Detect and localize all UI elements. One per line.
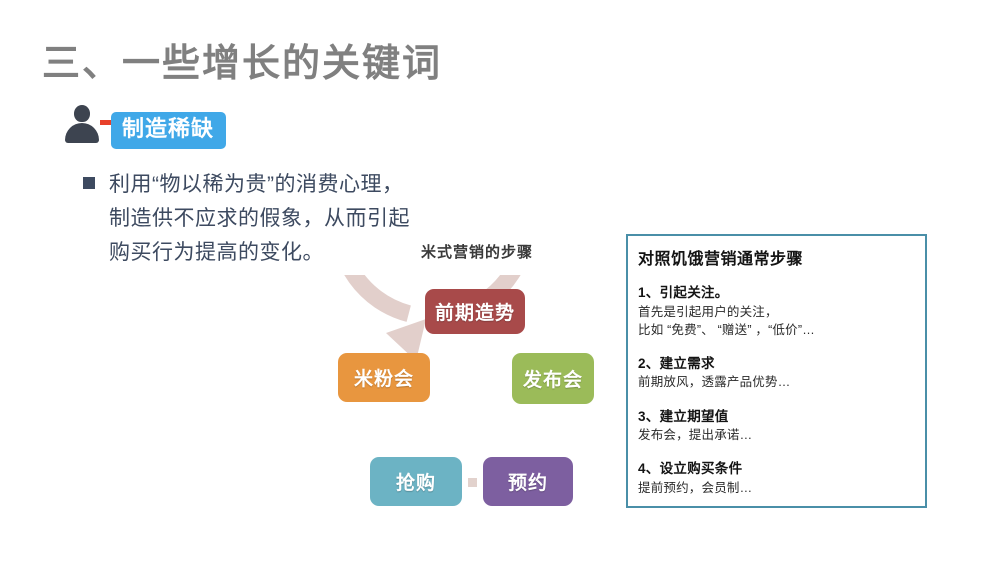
- page-title: 三、一些增长的关键词: [42, 43, 443, 85]
- panel-step-title: 1、引起关注。: [638, 285, 729, 300]
- cycle-node-1[interactable]: 发布会: [512, 353, 594, 404]
- person-icon-body: [65, 123, 99, 143]
- panel-step-desc: 提前预约，会员制…: [638, 480, 753, 495]
- cycle-ring-arrow-icon: [330, 275, 535, 361]
- panel-step-desc: 比如 “免费”、 “赠送” ，“低价”…: [638, 322, 815, 337]
- panel-step-desc: 首先是引起用户的关注，: [638, 304, 778, 319]
- square-bullet-icon: [83, 177, 95, 189]
- bullet-item: 利用“物以稀为贵”的消费心理，制造供不应求的假象，从而引起购买行为提高的变化。: [83, 168, 413, 270]
- reference-panel-steps: 1、引起关注。 首先是引起用户的关注， 比如 “免费”、 “赠送” ，“低价”……: [638, 283, 917, 497]
- pointer-marker-icon: [100, 120, 116, 125]
- keyword-badge: 制造稀缺: [111, 112, 227, 149]
- cycle-diagram-title: 米式营销的步骤: [421, 244, 534, 261]
- reference-panel: 对照饥饿营销通常步骤 1、引起关注。 首先是引起用户的关注， 比如 “免费”、 …: [626, 234, 927, 508]
- panel-step-desc: 前期放风，透露产品优势…: [638, 375, 791, 390]
- cycle-node-4[interactable]: 米粉会: [338, 353, 430, 402]
- reference-panel-heading: 对照饥饿营销通常步骤: [638, 251, 804, 268]
- panel-step-desc: 发布会，提出承诺…: [638, 428, 753, 443]
- cycle-node-2[interactable]: 预约: [483, 457, 573, 506]
- panel-step-title: 2、建立需求: [638, 355, 715, 371]
- panel-step-title: 4、设立购买条件: [638, 461, 743, 477]
- cycle-node-3[interactable]: 抢购: [370, 457, 462, 506]
- cycle-diagram: 前期造势 发布会 预约 抢购 米粉会: [330, 275, 610, 515]
- person-icon: [62, 104, 102, 144]
- panel-step-title: 3、建立期望值: [638, 408, 729, 424]
- panel-step: 1、引起关注。 首先是引起用户的关注， 比如 “免费”、 “赠送” ，“低价”…: [638, 283, 917, 339]
- cycle-node-0[interactable]: 前期造势: [425, 289, 525, 334]
- panel-step: 3、建立期望值 发布会，提出承诺…: [638, 407, 917, 445]
- cycle-connector: [468, 478, 477, 487]
- bullet-item-text: 利用“物以稀为贵”的消费心理，制造供不应求的假象，从而引起购买行为提高的变化。: [109, 173, 410, 265]
- person-icon-head: [74, 105, 90, 122]
- panel-step: 2、建立需求 前期放风，透露产品优势…: [638, 354, 917, 392]
- panel-step: 4、设立购买条件 提前预约，会员制…: [638, 459, 917, 497]
